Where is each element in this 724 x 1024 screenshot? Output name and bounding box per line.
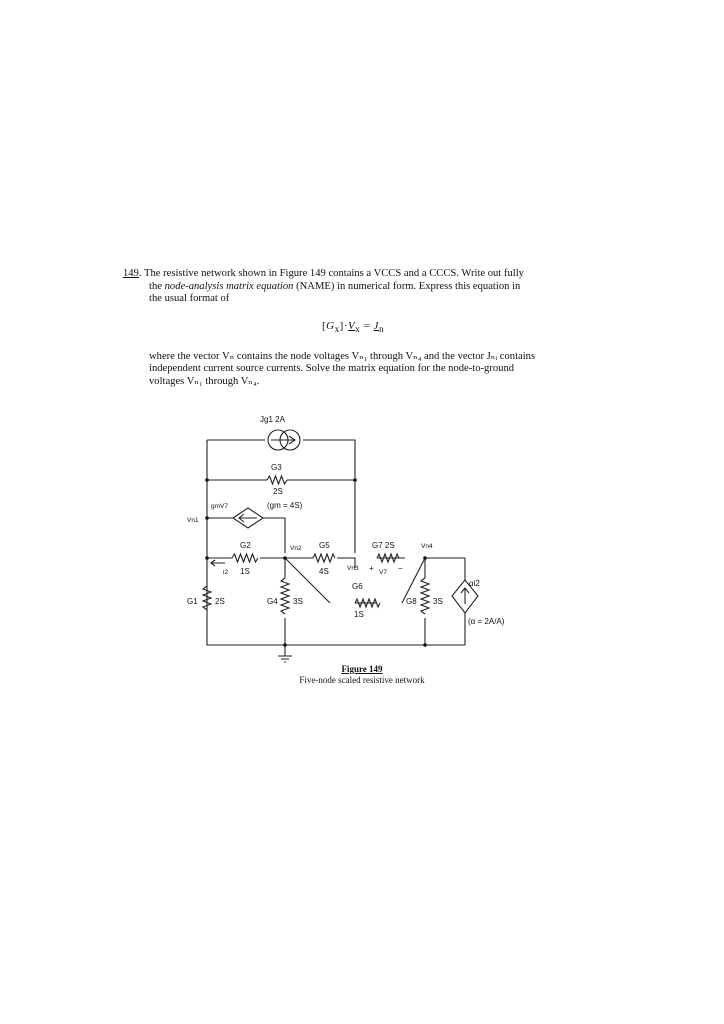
problem-line-3: the usual format of <box>149 293 230 305</box>
eq-equals: = <box>363 319 371 332</box>
ground-symbol <box>278 645 292 663</box>
label-g4: G4 <box>267 597 278 606</box>
vccs-arrow <box>238 513 257 523</box>
label-g6-val: 1S <box>354 610 364 619</box>
node-dot <box>205 516 209 520</box>
resistor-g1 <box>201 585 213 611</box>
label-g6: G6 <box>352 582 363 591</box>
wire-top <box>207 439 356 553</box>
matrix-equation: [Gx]·Vx = Jn <box>321 319 385 334</box>
label-g3-val: 2S <box>273 487 283 496</box>
eq-j-sub: n <box>378 323 385 334</box>
cccs-arrow <box>460 587 470 604</box>
eq-v: V <box>348 319 356 332</box>
problem-line-2: the node-analysis matrix equation (NAME)… <box>123 281 583 294</box>
wire-middle <box>207 557 465 568</box>
label-g1-val: 2S <box>215 597 225 606</box>
node-dot <box>423 643 427 647</box>
label-alpha: (α = 2A/A) <box>468 617 505 626</box>
label-g7: G7 2S <box>372 541 395 550</box>
problem-line-1-text: . The resistive network shown in Figure … <box>138 268 524 279</box>
label-g3: G3 <box>271 463 282 472</box>
eq-v-sub: x <box>355 323 361 334</box>
line2-italic: node-analysis matrix equation <box>164 280 294 292</box>
label-g8: G8 <box>406 597 417 606</box>
resistor-g2 <box>231 552 259 564</box>
node-dot <box>205 556 209 560</box>
eq-dot: · <box>343 319 349 332</box>
eq-j: J <box>373 319 379 332</box>
resistor-g7 <box>376 552 400 564</box>
label-g5: G5 <box>319 541 330 550</box>
label-plus: + <box>369 564 374 573</box>
resistor-g8 <box>419 577 431 615</box>
label-gmv7: gmV7 <box>211 503 228 510</box>
node-dot <box>283 643 287 647</box>
figure-caption-subtitle: Five-node scaled resistive network <box>299 675 425 685</box>
node-dot <box>205 478 209 482</box>
label-minus: − <box>398 564 403 573</box>
resistor-g5 <box>312 552 336 564</box>
eq-g: G <box>326 319 335 332</box>
i2-arrow <box>210 559 225 567</box>
wire-bottom <box>206 628 465 646</box>
wire-vccs <box>207 517 286 553</box>
label-vn1: Vn1 <box>187 517 199 524</box>
line2-post: (NAME) in numerical form. Express this e… <box>293 280 521 292</box>
problem-line-6: voltages Vₙ₁ through Vₙ₄. <box>149 375 260 387</box>
circuit-figure: Jg1 2A G3 2S gmV7 (gm = 4S) Vn1 G2 i2 1S… <box>185 408 525 668</box>
node-dot <box>283 556 287 560</box>
source-arrow <box>271 435 296 445</box>
cccs-diamond <box>451 579 479 614</box>
label-jg1: Jg1 2A <box>260 415 286 424</box>
vccs-diamond <box>232 507 264 529</box>
problem-number: 149 <box>123 268 139 279</box>
label-g2: G2 <box>240 541 251 550</box>
resistor-g3 <box>266 474 288 486</box>
circuit-diagram: Jg1 2A G3 2S gmV7 (gm = 4S) Vn1 G2 i2 1S… <box>187 415 505 663</box>
problem-line-4: where the vector Vₙ contains the node vo… <box>149 350 536 362</box>
problem-line-1: 149. The resistive network shown in Figu… <box>123 268 583 281</box>
figure-caption-title: Figure 149 <box>341 664 383 674</box>
label-g5-val: 4S <box>319 567 329 576</box>
problem-text: 149. The resistive network shown in Figu… <box>123 268 583 388</box>
label-gm: (gm = 4S) <box>267 501 303 510</box>
label-vn3: Vn3 <box>347 565 359 572</box>
problem-line-5: independent current source currents. Sol… <box>149 363 515 375</box>
label-g4-val: 3S <box>293 597 303 606</box>
node-dot <box>353 478 357 482</box>
resistor-g4 <box>279 577 291 615</box>
resistor-g6 <box>354 597 381 609</box>
label-g2-val: 1S <box>240 567 250 576</box>
label-g1: G1 <box>187 597 198 606</box>
label-v7: V7 <box>379 569 387 576</box>
node-dot <box>423 556 427 560</box>
label-alpha-i2: αi2 <box>469 579 480 588</box>
label-i2: i2 <box>223 569 228 576</box>
label-vn4: Vn4 <box>421 543 433 550</box>
label-g8-val: 3S <box>433 597 443 606</box>
label-vn2: Vn2 <box>290 545 302 552</box>
line2-pre: the <box>149 280 165 292</box>
eq-g-sub: x <box>334 323 340 334</box>
